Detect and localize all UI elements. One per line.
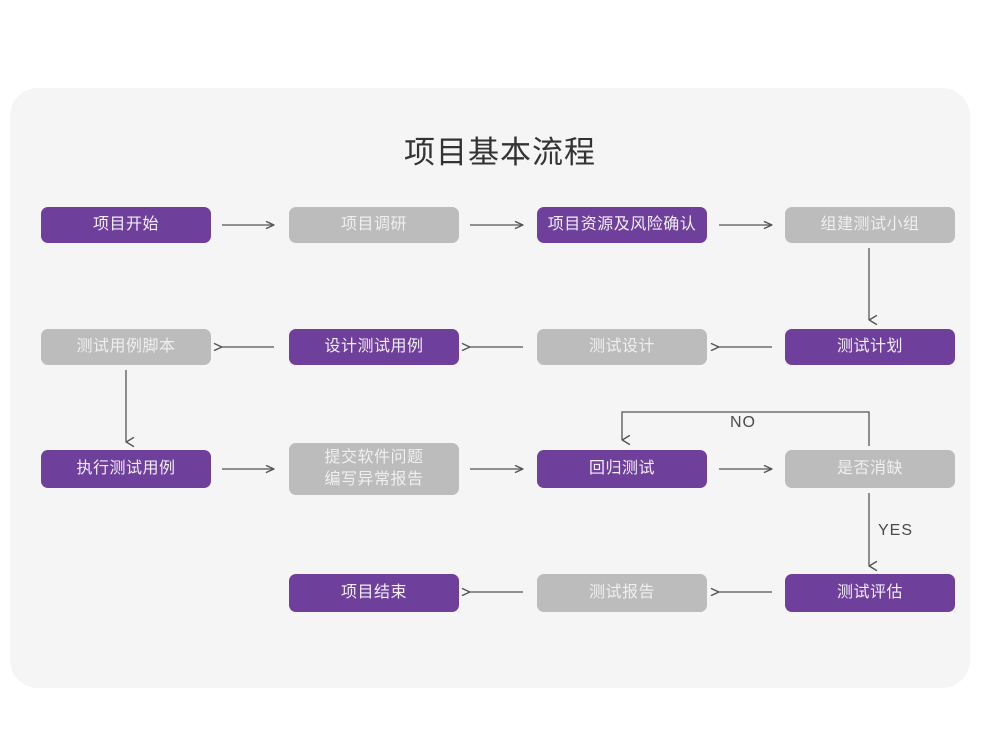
node-design-test-cases[interactable]: 设计测试用例 [289, 329, 459, 365]
node-defects-cleared[interactable]: 是否消缺 [785, 450, 955, 488]
node-project-research[interactable]: 项目调研 [289, 207, 459, 243]
node-resource-risk-confirm[interactable]: 项目资源及风险确认 [537, 207, 707, 243]
edge-label-no: NO [730, 414, 756, 431]
node-test-report[interactable]: 测试报告 [537, 574, 707, 612]
node-build-test-team[interactable]: 组建测试小组 [785, 207, 955, 243]
node-regression-test[interactable]: 回归测试 [537, 450, 707, 488]
node-test-plan[interactable]: 测试计划 [785, 329, 955, 365]
node-project-start[interactable]: 项目开始 [41, 207, 211, 243]
node-test-design[interactable]: 测试设计 [537, 329, 707, 365]
node-test-case-script[interactable]: 测试用例脚本 [41, 329, 211, 365]
node-submit-defects-report[interactable]: 提交软件问题 编写异常报告 [289, 443, 459, 495]
node-project-end[interactable]: 项目结束 [289, 574, 459, 612]
edge-label-yes: YES [878, 522, 914, 539]
node-test-evaluation[interactable]: 测试评估 [785, 574, 955, 612]
node-execute-test-cases[interactable]: 执行测试用例 [41, 450, 211, 488]
page-title: 项目基本流程 [404, 135, 596, 170]
